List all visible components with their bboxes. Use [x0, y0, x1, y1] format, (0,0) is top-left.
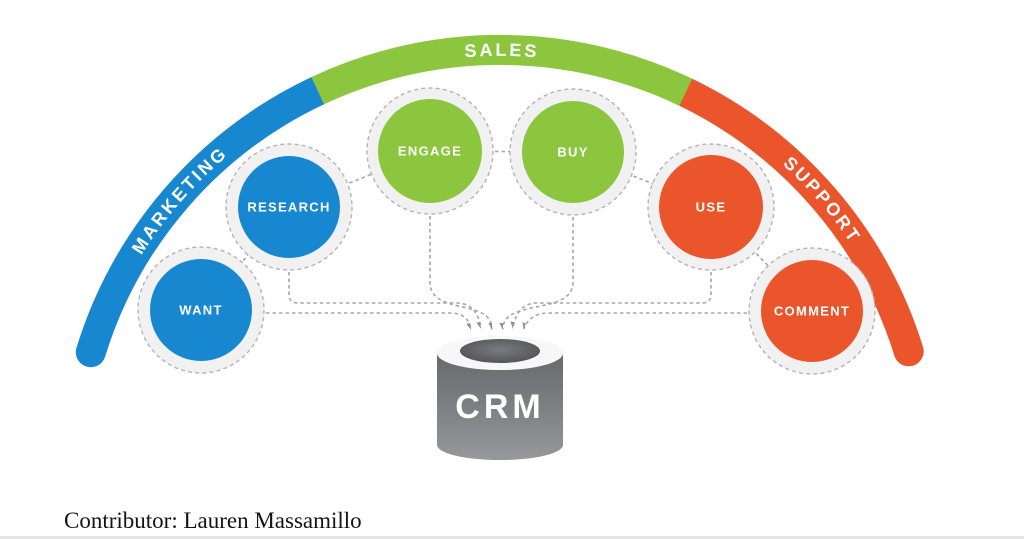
- stage-label: BUY: [557, 145, 588, 160]
- arc-segment-sales: [311, 34, 693, 106]
- contributor-credit: Contributor: Lauren Massamillo: [64, 508, 362, 533]
- stage-label: RESEARCH: [247, 200, 330, 215]
- stage-circle: [150, 259, 252, 361]
- stage-research: RESEARCH: [225, 143, 353, 271]
- arc-segment-marketing: [75, 75, 333, 368]
- stage-label: WANT: [179, 303, 222, 318]
- connector-want: [201, 312, 472, 329]
- arc-label-support: SUPPORT: [780, 153, 865, 248]
- stage-want: WANT: [137, 246, 265, 374]
- stage-circle: [659, 155, 763, 259]
- arc-label-sales: SALES: [464, 40, 540, 62]
- bridge-use-comment: [710, 206, 813, 312]
- arc-label-marketing: MARKETING: [128, 142, 232, 257]
- connector-buy: [503, 152, 574, 329]
- stage-buy: BUY: [509, 88, 637, 216]
- crm-connectors: [201, 151, 812, 329]
- stage-label: ENGAGE: [398, 144, 462, 159]
- cylinder-body: [437, 353, 563, 460]
- crm-label: CRM: [455, 388, 544, 426]
- stage-engage: ENGAGE: [366, 87, 494, 215]
- stage-comment: COMMENT: [748, 247, 876, 375]
- stage-label: COMMENT: [774, 304, 850, 319]
- crm-database: CRM: [437, 336, 563, 460]
- stage-circle: [522, 101, 624, 203]
- stage-circle: [761, 260, 863, 362]
- stage-circle: [378, 99, 482, 203]
- stage-use: USE: [647, 143, 775, 271]
- stage-circle: [238, 156, 340, 258]
- cylinder-opening: [460, 339, 540, 363]
- connector-engage: [429, 151, 493, 329]
- bottom-edge-strip: [0, 536, 1024, 539]
- arc-segment-support: [670, 77, 924, 367]
- stage-label: USE: [696, 200, 727, 215]
